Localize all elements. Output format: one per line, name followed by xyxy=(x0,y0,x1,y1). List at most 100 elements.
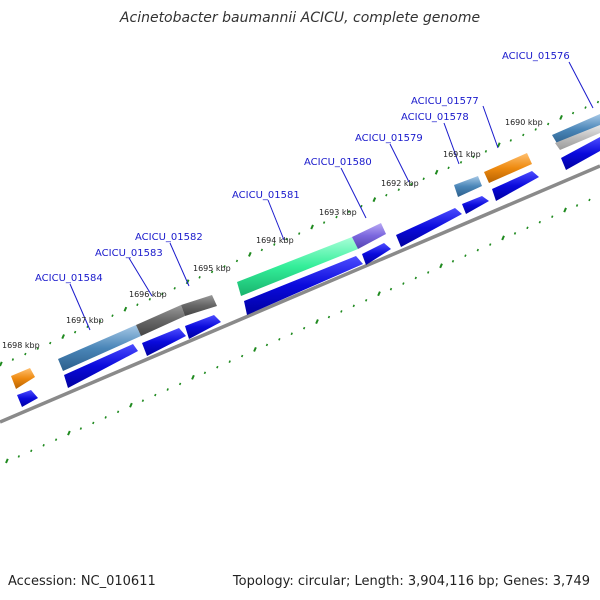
tick-minor xyxy=(546,122,550,126)
accession-label: Accession: NC_010611 xyxy=(8,574,156,589)
feature-purple-acicu-01580 xyxy=(352,223,386,249)
leader-acicu-01579 xyxy=(389,143,410,183)
tick-minor xyxy=(322,221,326,224)
tick-minor xyxy=(111,314,114,318)
tick-major xyxy=(315,319,319,325)
tick-major xyxy=(497,142,501,148)
tick-minor xyxy=(273,243,276,246)
tick-major xyxy=(61,334,65,340)
tick-ring-inner xyxy=(5,198,591,464)
leader-acicu-01576 xyxy=(568,61,594,109)
tick-minor xyxy=(364,298,368,302)
tick-minor xyxy=(290,332,293,336)
cds-arrow xyxy=(142,328,186,356)
tick-minor xyxy=(588,198,591,202)
gene-label-acicu-01584[interactable]: ACICU_01584 xyxy=(35,273,103,284)
tick-minor xyxy=(489,243,492,246)
gene-label-acicu-01576[interactable]: ACICU_01576 xyxy=(502,51,570,62)
feature-lightgray-edge xyxy=(555,125,600,150)
tick-ring-outer xyxy=(0,100,600,367)
gene-label-acicu-01579[interactable]: ACICU_01579 xyxy=(355,133,423,144)
kbp-label: 1693 kbp xyxy=(319,208,357,217)
kbp-label: 1695 kbp xyxy=(193,264,231,273)
tick-major xyxy=(248,251,252,257)
tick-minor xyxy=(161,292,164,296)
tick-minor xyxy=(513,232,517,235)
tick-minor xyxy=(79,427,83,430)
feature-steelblue-acicu-01584 xyxy=(58,325,141,371)
gene-label-acicu-01583[interactable]: ACICU_01583 xyxy=(95,248,163,259)
tick-minor xyxy=(385,193,388,197)
tick-minor xyxy=(260,248,264,252)
tick-minor xyxy=(278,337,281,341)
feature-steelblue-acicu-01576 xyxy=(552,114,600,145)
gene-label-acicu-01581[interactable]: ACICU_01581 xyxy=(232,190,300,201)
tick-major xyxy=(434,169,439,175)
kbp-label: 1697 kbp xyxy=(66,316,104,325)
cds-arrow xyxy=(492,171,539,201)
kbp-label: 1694 kbp xyxy=(256,236,294,245)
feature-orange-left xyxy=(11,368,35,389)
tick-minor xyxy=(551,215,554,218)
tick-minor xyxy=(422,177,425,181)
tick-minor xyxy=(352,304,355,308)
gene-label-acicu-01580[interactable]: ACICU_01580 xyxy=(304,157,372,168)
feature-steelblue-acicu-01578 xyxy=(454,176,482,197)
tick-minor xyxy=(571,111,575,115)
tick-minor xyxy=(522,133,525,137)
tick-minor xyxy=(472,155,475,159)
tick-minor xyxy=(166,388,169,391)
label-leaders xyxy=(69,61,594,331)
map-title: Acinetobacter baumannii ACICU, complete … xyxy=(119,10,481,26)
cds-arrow xyxy=(185,315,221,339)
tick-major xyxy=(501,235,505,241)
tick-major xyxy=(191,374,195,380)
cds-arrow xyxy=(561,137,600,170)
tick-minor xyxy=(596,100,600,104)
tick-minor xyxy=(410,182,413,186)
tick-major xyxy=(0,361,3,367)
leader-acicu-01583 xyxy=(128,257,153,297)
tick-major xyxy=(67,430,71,436)
kbp-label: 1698 kbp xyxy=(2,341,40,350)
cds-arrow xyxy=(244,256,363,315)
tick-minor xyxy=(240,354,244,358)
tick-minor xyxy=(265,343,269,347)
genome-backbone xyxy=(0,164,600,424)
tick-minor xyxy=(427,271,430,274)
tick-minor xyxy=(104,416,107,419)
tick-minor xyxy=(17,455,21,458)
cds-arrow xyxy=(362,243,391,265)
tick-minor xyxy=(360,204,363,208)
kbp-label: 1690 kbp xyxy=(505,118,543,127)
gene-label-acicu-01577[interactable]: ACICU_01577 xyxy=(411,96,479,107)
feature-gray-acicu-01583 xyxy=(136,305,185,336)
leader-acicu-01580 xyxy=(340,167,367,219)
tick-minor xyxy=(476,248,479,252)
leader-acicu-01582 xyxy=(169,242,190,287)
gene-label-acicu-01582[interactable]: ACICU_01582 xyxy=(135,232,203,243)
cds-arrow xyxy=(64,344,138,388)
tick-minor xyxy=(54,438,58,442)
leader-acicu-01581 xyxy=(267,199,285,241)
feature-green-acicu-01581 xyxy=(237,237,358,296)
tick-major xyxy=(123,306,128,312)
tick-minor xyxy=(451,259,455,263)
gene-label-acicu-01578[interactable]: ACICU_01578 xyxy=(401,112,469,123)
cds-arrow xyxy=(462,196,489,214)
tick-minor xyxy=(397,188,400,192)
tick-minor xyxy=(447,166,450,170)
tick-minor xyxy=(203,371,207,375)
leader-acicu-01578 xyxy=(443,122,460,165)
tick-minor xyxy=(141,399,145,402)
tick-minor xyxy=(216,365,219,369)
tick-minor xyxy=(49,341,52,345)
tick-minor xyxy=(30,449,33,453)
tick-minor xyxy=(136,303,139,307)
tick-minor xyxy=(210,270,214,274)
tick-minor xyxy=(298,232,301,235)
tick-minor xyxy=(459,160,463,164)
tick-minor xyxy=(340,310,343,313)
feature-orange-acicu-01577 xyxy=(484,153,532,183)
tick-minor xyxy=(154,393,157,397)
